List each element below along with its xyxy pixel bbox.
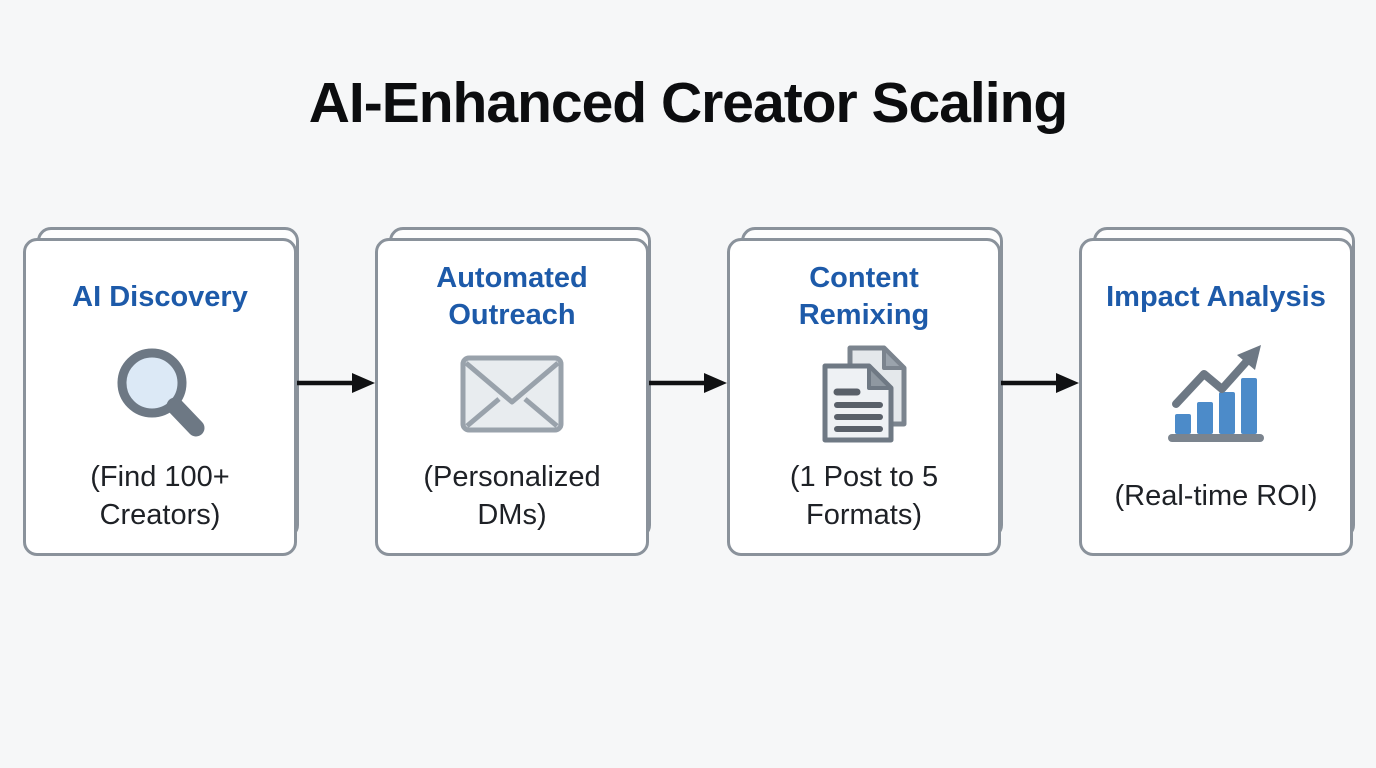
step-title: Automated Outreach [436,262,588,331]
flow-connector [1001,370,1079,396]
flow-step-card: Impact Analysis (Real-time ROI) [1079,227,1355,556]
envelope-icon [460,355,564,433]
flow-step-card: Content Remixing (1 Post to 5 Formats) [727,227,1003,556]
arrow-right-icon [649,373,727,393]
step-title: Content Remixing [798,262,930,331]
step-caption: (1 Post to 5 Formats) [789,461,939,531]
step-caption: (Real-time ROI) [1114,480,1318,512]
growth-chart-icon [1168,345,1264,442]
arrow-right-icon [1001,373,1079,393]
step-title: Impact Analysis [1106,280,1326,313]
step-caption: (Find 100+ Creators) [90,461,230,531]
step-title: AI Discovery [72,280,248,313]
flow-row: AI Discovery (Find 100+ Creators) Automa… [0,227,1376,556]
arrow-right-icon [297,373,375,393]
flow-step-card: AI Discovery (Find 100+ Creators) [23,227,299,556]
flow-connector [297,370,375,396]
documents-icon [822,345,907,443]
flow-connector [649,370,727,396]
flow-step-card: Automated Outreach (Personalized DMs) [375,227,651,556]
step-caption: (Personalized DMs) [423,461,601,531]
page-title: AI-Enhanced Creator Scaling [308,71,1069,135]
magnifier-icon [117,348,205,437]
